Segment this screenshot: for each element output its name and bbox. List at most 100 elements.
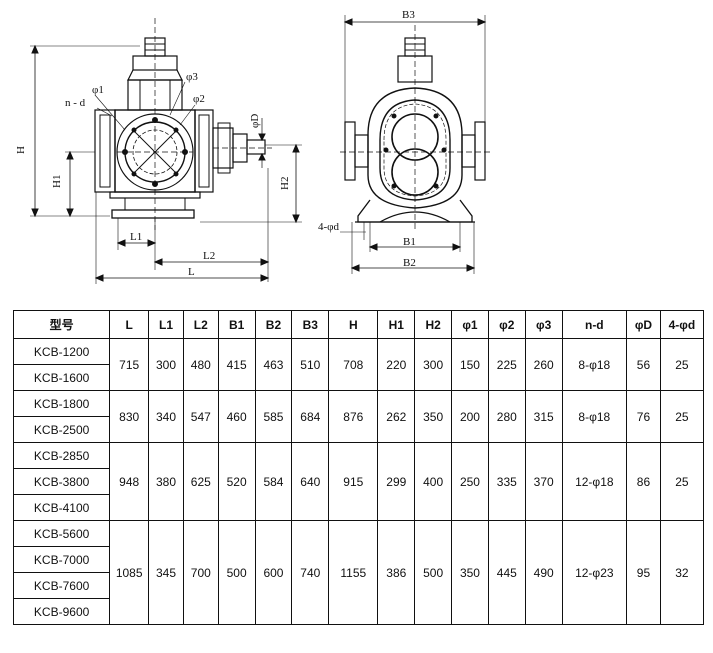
column-header: φ1 <box>451 310 489 339</box>
value-cell: 25 <box>659 390 705 443</box>
value-cell: 150 <box>451 338 489 391</box>
table-row: KCB-7600 <box>12 572 704 599</box>
model-cell: KCB-5600 <box>12 520 111 547</box>
value-cell: 315 <box>524 390 563 443</box>
column-header: φ3 <box>524 310 563 339</box>
dim-label-nd: n - d <box>65 97 86 109</box>
dim-label-l1: L1 <box>130 231 142 243</box>
dim-label-b2: B2 <box>403 257 416 269</box>
column-header: n-d <box>561 310 628 339</box>
dim-label-4phid: 4-φd <box>318 221 340 233</box>
dim-label-b1: B1 <box>403 236 416 248</box>
value-cell: 200 <box>451 390 489 443</box>
value-cell: 12-φ18 <box>561 442 628 521</box>
column-header: H1 <box>377 310 416 339</box>
value-cell: 340 <box>148 390 184 443</box>
column-header: H2 <box>414 310 453 339</box>
column-header: L <box>109 310 150 339</box>
dim-label-phid: φD <box>249 114 261 128</box>
value-cell: 299 <box>377 442 416 521</box>
model-cell: KCB-2850 <box>12 442 111 469</box>
dim-label-phi1: φ1 <box>92 84 104 96</box>
dim-label-phi3: φ3 <box>186 71 198 83</box>
value-cell: 260 <box>524 338 563 391</box>
value-cell: 12-φ23 <box>561 520 628 625</box>
column-header: 型号 <box>12 310 111 339</box>
column-header: B2 <box>254 310 293 339</box>
value-cell: 335 <box>487 442 526 521</box>
value-cell: 8-φ18 <box>561 338 628 391</box>
value-cell: 386 <box>377 520 416 625</box>
value-cell: 740 <box>291 520 330 625</box>
model-cell: KCB-4100 <box>12 494 111 521</box>
value-cell: 625 <box>182 442 219 521</box>
model-cell: KCB-1800 <box>12 390 111 417</box>
table-row: KCB-1600 <box>12 364 704 391</box>
value-cell: 510 <box>291 338 330 391</box>
dim-label-l2: L2 <box>203 250 215 262</box>
value-cell: 463 <box>254 338 293 391</box>
value-cell: 584 <box>254 442 293 521</box>
value-cell: 1155 <box>328 520 379 625</box>
value-cell: 500 <box>414 520 453 625</box>
dim-label-h: H <box>15 146 27 154</box>
value-cell: 415 <box>217 338 256 391</box>
model-cell: KCB-2500 <box>12 416 111 443</box>
value-cell: 1085 <box>109 520 150 625</box>
model-cell: KCB-7000 <box>12 546 111 573</box>
value-cell: 262 <box>377 390 416 443</box>
value-cell: 460 <box>217 390 256 443</box>
model-cell: KCB-1200 <box>12 338 111 365</box>
dim-label-b3: B3 <box>402 9 415 21</box>
value-cell: 56 <box>626 338 661 391</box>
model-cell: KCB-3800 <box>12 468 111 495</box>
value-cell: 830 <box>109 390 150 443</box>
value-cell: 350 <box>414 390 453 443</box>
value-cell: 715 <box>109 338 150 391</box>
value-cell: 86 <box>626 442 661 521</box>
value-cell: 95 <box>626 520 661 625</box>
value-cell: 400 <box>414 442 453 521</box>
value-cell: 640 <box>291 442 330 521</box>
value-cell: 25 <box>659 442 705 521</box>
value-cell: 345 <box>148 520 184 625</box>
pump-dimension-drawing: H H1 H2 L1 L2 L φD n - d φ1 φ2 φ3 B3 B1 … <box>0 0 713 300</box>
model-cell: KCB-1600 <box>12 364 111 391</box>
value-cell: 708 <box>328 338 379 391</box>
dim-label-phi2: φ2 <box>193 93 205 105</box>
value-cell: 490 <box>524 520 563 625</box>
value-cell: 520 <box>217 442 256 521</box>
table-row: KCB-2500 <box>12 416 704 443</box>
value-cell: 300 <box>414 338 453 391</box>
value-cell: 380 <box>148 442 184 521</box>
front-view <box>340 15 490 274</box>
value-cell: 445 <box>487 520 526 625</box>
dim-label-h2: H2 <box>279 177 291 190</box>
column-header: L1 <box>148 310 184 339</box>
value-cell: 370 <box>524 442 563 521</box>
value-cell: 948 <box>109 442 150 521</box>
column-header: L2 <box>182 310 219 339</box>
column-header: φ2 <box>487 310 526 339</box>
value-cell: 480 <box>182 338 219 391</box>
value-cell: 280 <box>487 390 526 443</box>
model-cell: KCB-7600 <box>12 572 111 599</box>
column-header: B3 <box>291 310 330 339</box>
value-cell: 76 <box>626 390 661 443</box>
value-cell: 32 <box>659 520 705 625</box>
column-header: H <box>328 310 379 339</box>
dim-label-l: L <box>188 266 195 278</box>
value-cell: 300 <box>148 338 184 391</box>
value-cell: 220 <box>377 338 416 391</box>
value-cell: 350 <box>451 520 489 625</box>
column-header: φD <box>626 310 661 339</box>
side-view <box>30 18 302 284</box>
table-row: KCB-7000 <box>12 546 704 573</box>
dim-label-h1: H1 <box>51 175 63 188</box>
